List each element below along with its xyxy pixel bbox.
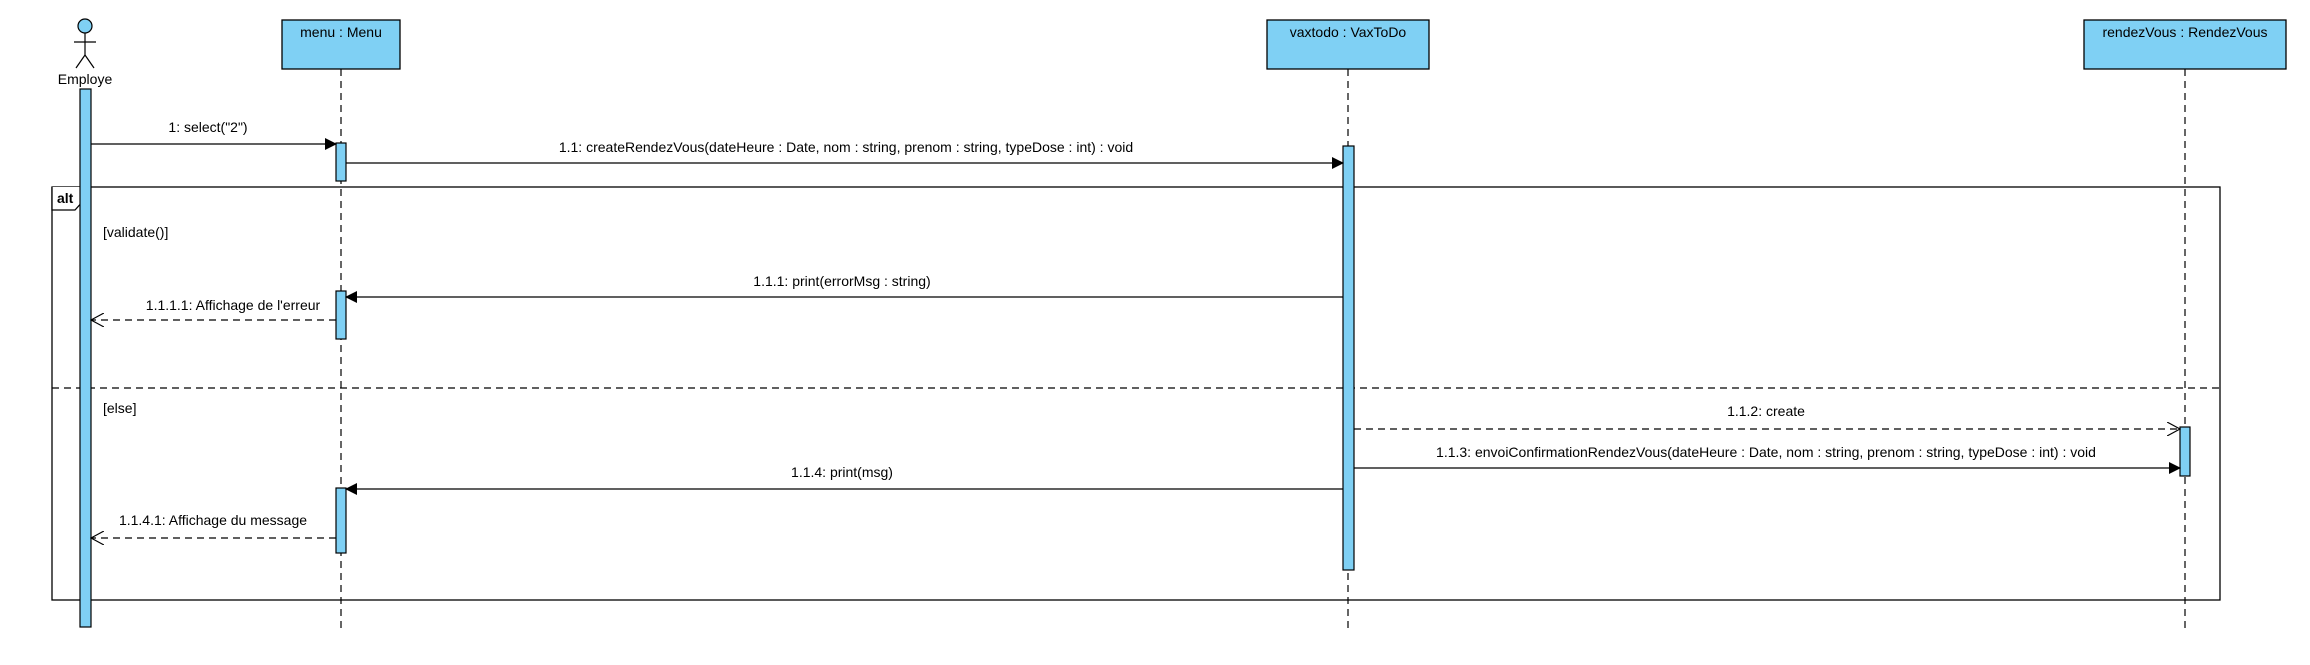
message: 1.1.1: print(errorMsg : string) (345, 273, 1343, 303)
activation-vaxtodo (1342, 145, 1355, 571)
fragment-operator: alt (57, 190, 74, 206)
guard-else: [else] (103, 400, 136, 416)
actor-icon (74, 18, 96, 69)
guard-validate: [validate()] (103, 224, 168, 240)
participant-menu: menu : Menu (281, 19, 401, 70)
message-label: 1.1.1: print(errorMsg : string) (753, 273, 930, 289)
actor-label: Employe (58, 71, 113, 87)
message-label: 1: select("2") (168, 119, 247, 135)
participant-label: rendezVous : RendezVous (2102, 24, 2267, 40)
participant-rendezvous: rendezVous : RendezVous (2083, 19, 2287, 70)
message-label: 1.1.4: print(msg) (791, 464, 893, 480)
participant-label: menu : Menu (300, 24, 382, 40)
activation-menu (335, 142, 347, 182)
message-label: 1.1.2: create (1727, 403, 1805, 419)
actor-employe: Employe (58, 18, 113, 87)
return-message: 1.1.4.1: Affichage du message (91, 512, 336, 538)
activation-employe (79, 88, 92, 628)
message-label: 1.1: createRendezVous(dateHeure : Date, … (559, 139, 1133, 155)
message-label: 1.1.4.1: Affichage du message (119, 512, 307, 528)
create-message: 1.1.2: create (1354, 403, 2180, 429)
alt-fragment: alt [validate()] [else] (51, 186, 2221, 601)
activation-rendezvous (2179, 426, 2191, 477)
activation-menu (335, 487, 347, 554)
message-label: 1.1.3: envoiConfirmationRendezVous(dateH… (1436, 444, 2096, 460)
participant-vaxtodo: vaxtodo : VaxToDo (1266, 19, 1430, 70)
message: 1.1: createRendezVous(dateHeure : Date, … (346, 139, 1344, 169)
message: 1.1.3: envoiConfirmationRendezVous(dateH… (1354, 444, 2181, 474)
message: 1: select("2") (91, 119, 337, 150)
message-label: 1.1.1.1: Affichage de l'erreur (146, 297, 321, 313)
activation-menu (335, 290, 347, 340)
participant-label: vaxtodo : VaxToDo (1290, 24, 1407, 40)
message: 1.1.4: print(msg) (345, 464, 1343, 495)
return-message: 1.1.1.1: Affichage de l'erreur (91, 297, 336, 320)
